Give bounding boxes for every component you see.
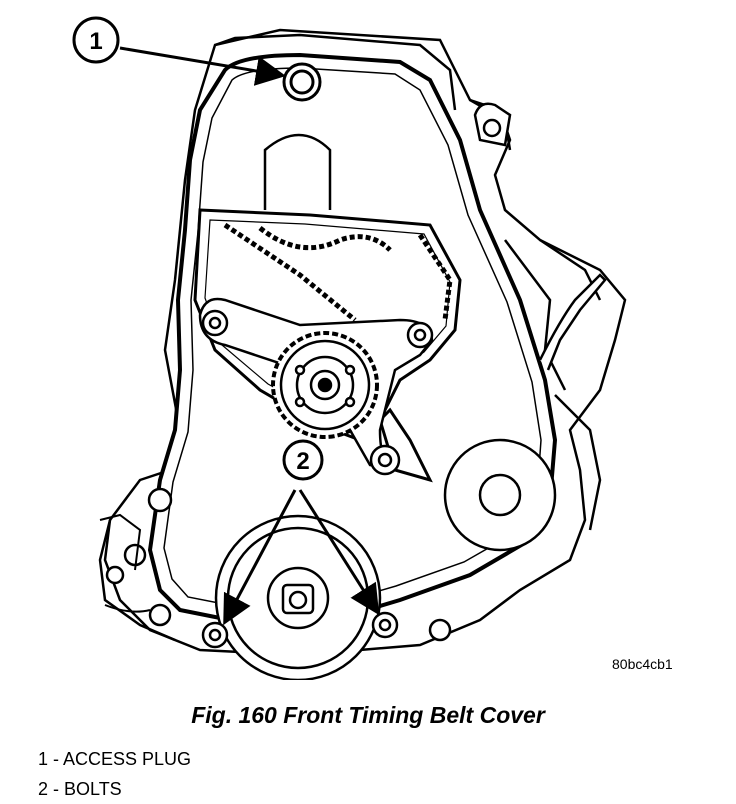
callout-2-number: 2	[296, 448, 309, 475]
water-pump-pulley	[443, 438, 557, 552]
hose	[538, 273, 607, 371]
callout-1-number: 1	[89, 28, 102, 55]
side-bracket	[473, 102, 512, 147]
image-code: 80bc4cb1	[612, 656, 673, 672]
engine-illustration: 1 2	[72, 16, 627, 680]
figure-caption: Fig. 160 Front Timing Belt Cover	[191, 702, 545, 728]
callout-2: 2	[223, 439, 380, 626]
timing-belt-teeth	[223, 222, 453, 322]
legend: 1 - ACCESS PLUG 2 - BOLTS	[38, 744, 191, 804]
access-plug	[282, 62, 322, 102]
lower-left-details	[99, 513, 151, 613]
legend-item-1: 1 - ACCESS PLUG	[38, 749, 192, 769]
callout-1: 1	[72, 16, 286, 86]
cam-slot	[263, 133, 332, 210]
crankshaft-damper	[214, 514, 382, 680]
sprocket	[271, 331, 379, 439]
legend-item-2: 2 - BOLTS	[38, 779, 122, 799]
